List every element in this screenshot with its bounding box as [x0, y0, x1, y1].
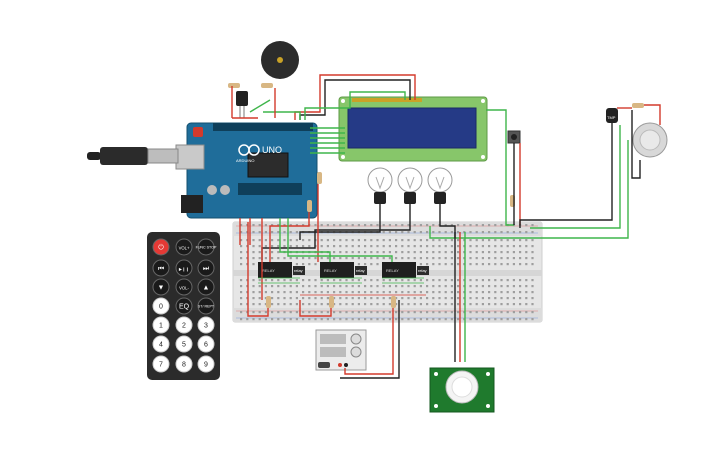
capacitor [220, 185, 230, 195]
breadboard-holes [240, 224, 534, 321]
arduino-uno-board[interactable]: UNO ARDUINO [175, 122, 318, 219]
usb-cable [87, 147, 179, 165]
up-icon: ▲ [203, 285, 210, 292]
resistors [228, 83, 644, 308]
remote-button-4[interactable]: 4 [152, 335, 170, 353]
remote-button-label: 0 [159, 304, 163, 311]
usb-port [175, 144, 205, 170]
relay-modules[interactable]: RELAY relay RELAY relay RELAY relay [258, 262, 429, 278]
ir-remote[interactable]: ⏻ VOL+ FUNC STOP ⏮ ▶❙❙ ⏭ ▼ VOL- ▲ 0 EQ ST/ REPT 1 2 3 4… [147, 232, 220, 380]
rewind-icon: ⏮ [158, 266, 164, 273]
relay-2: RELAY relay [320, 262, 367, 278]
relay-3: RELAY relay [382, 262, 429, 278]
arduino-logo: UNO ARDUINO [236, 144, 282, 163]
svg-text:relay: relay [294, 268, 303, 273]
resistor [261, 83, 273, 88]
uno-label: UNO [262, 145, 282, 155]
lcd-display[interactable] [338, 96, 488, 162]
remote-button-vol-[interactable]: VOL+ [175, 238, 193, 256]
relay-1: RELAY relay [258, 262, 305, 278]
svg-text:RELAY: RELAY [386, 268, 399, 273]
light-bulbs[interactable] [367, 167, 453, 204]
remote-button-label: 1 [159, 323, 163, 330]
remote-button-5[interactable]: 5 [175, 335, 193, 353]
wires [231, 74, 661, 379]
remote-button-label: 4 [159, 342, 163, 349]
light-bulb [397, 167, 423, 204]
resistor [329, 296, 334, 308]
remote-button-label: 8 [182, 362, 186, 369]
resistor [391, 296, 396, 308]
resistor [307, 200, 312, 212]
tmp-label: TMP [607, 115, 616, 120]
remote-button-func-stop[interactable]: FUNC STOP [196, 238, 217, 256]
power-icon: ⏻ [158, 244, 164, 252]
resistor [266, 296, 271, 308]
play-pause-button[interactable]: ▶❙❙ [175, 259, 193, 277]
arduino-brand: ARDUINO [236, 158, 254, 163]
remote-button-label: 7 [159, 362, 163, 369]
remote-button-label: 6 [204, 342, 208, 349]
remote-button-1[interactable]: 1 [152, 316, 170, 334]
resistor [632, 103, 644, 108]
light-bulb [427, 167, 453, 204]
svg-text:RELAY: RELAY [262, 268, 275, 273]
remote-button-st-rept[interactable]: ST/ REPT [197, 297, 215, 315]
svg-text:relay: relay [418, 268, 427, 273]
power-supply[interactable] [315, 329, 367, 371]
fast-forward-icon: ⏭ [203, 266, 210, 273]
capacitor [207, 185, 217, 195]
piezo-buzzer[interactable] [261, 41, 299, 79]
remote-button-label: 3 [204, 323, 208, 330]
remote-button-9[interactable]: 9 [197, 355, 215, 373]
remote-button-0[interactable]: 0 [152, 297, 170, 315]
gas-sensor[interactable] [632, 122, 668, 158]
remote-button-label: EQ [179, 304, 190, 311]
svg-text:relay: relay [356, 268, 365, 273]
play-pause-icon: ▶❙❙ [179, 267, 189, 272]
power-button[interactable]: ⏻ [152, 238, 170, 256]
up-button[interactable]: ▲ [197, 278, 215, 296]
down-icon: ▼ [158, 285, 165, 292]
remote-button-label: FUNC STOP [196, 246, 217, 250]
remote-button-6[interactable]: 6 [197, 335, 215, 353]
down-button[interactable]: ▼ [152, 278, 170, 296]
transistor-left[interactable] [236, 91, 248, 118]
rewind-button[interactable]: ⏮ [152, 259, 170, 277]
remote-button-eq[interactable]: EQ [175, 297, 193, 315]
remote-button-8[interactable]: 8 [175, 355, 193, 373]
light-bulb [367, 167, 393, 204]
remote-button-label: VOL+ [179, 246, 190, 251]
reset-button[interactable] [193, 127, 203, 137]
fast-forward-button[interactable]: ⏭ [197, 259, 215, 277]
remote-button-label: ST/ REPT [198, 305, 215, 309]
remote-button-label: 9 [204, 362, 208, 369]
remote-button-label: VOL- [179, 286, 189, 291]
remote-button-2[interactable]: 2 [175, 316, 193, 334]
remote-button-label: 2 [182, 323, 186, 330]
power-jack [181, 195, 203, 213]
remote-button-label: 5 [182, 342, 186, 349]
remote-button-7[interactable]: 7 [152, 355, 170, 373]
resistor [228, 83, 240, 88]
remote-button-grid: ⏻ VOL+ FUNC STOP ⏮ ▶❙❙ ⏭ ▼ VOL- ▲ 0 EQ ST/ REPT 1 2 3 4… [152, 238, 217, 373]
pushbutton[interactable] [507, 130, 521, 144]
resistor [317, 172, 322, 184]
pir-motion-sensor[interactable] [429, 367, 495, 413]
svg-text:RELAY: RELAY [324, 268, 337, 273]
remote-button-vol-[interactable]: VOL- [175, 278, 193, 296]
temperature-sensor[interactable]: TMP [606, 108, 618, 123]
remote-button-3[interactable]: 3 [197, 316, 215, 334]
atmega-chip [247, 152, 289, 178]
